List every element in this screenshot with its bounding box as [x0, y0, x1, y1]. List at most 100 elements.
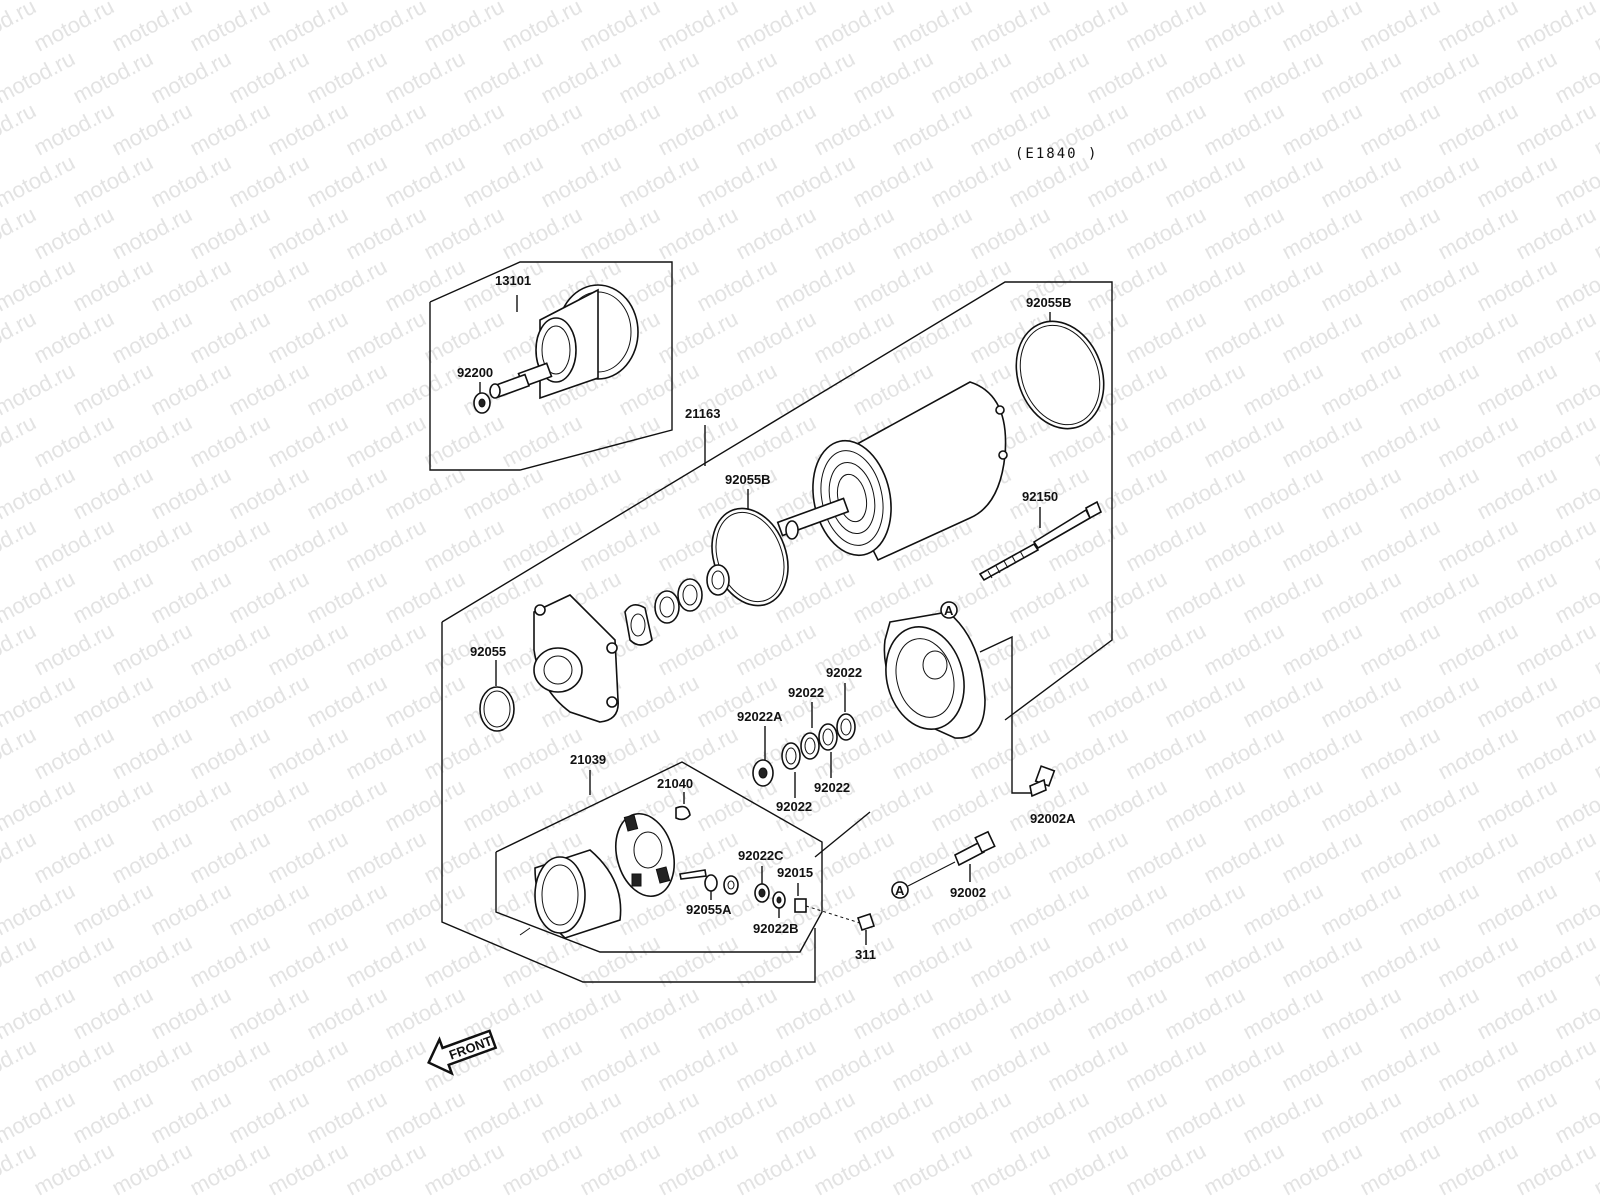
watermark-text: motod.ru — [498, 202, 586, 265]
watermark-text: motod.ru — [615, 670, 703, 733]
svg-text:A: A — [944, 603, 954, 618]
watermark-text: motod.ru — [1083, 878, 1171, 941]
watermark-text: motod.ru — [1083, 774, 1171, 837]
watermark-text: motod.ru — [69, 1086, 157, 1149]
watermark-text: motod.ru — [1551, 878, 1600, 941]
watermark-text: motod.ru — [186, 826, 274, 889]
watermark-text: motod.ru — [1122, 410, 1210, 473]
watermark-text: motod.ru — [69, 150, 157, 213]
watermark-text: motod.ru — [225, 566, 313, 629]
watermark-text: motod.ru — [1356, 826, 1444, 889]
watermark-text: motod.ru — [615, 0, 703, 4]
watermark-text: motod.ru — [1239, 1086, 1327, 1149]
watermark-text: motod.ru — [1473, 254, 1561, 317]
watermark-text: motod.ru — [303, 462, 391, 525]
watermark-text: motod.ru — [615, 46, 703, 109]
starter-clutch-group: 13101 92200 — [429, 261, 673, 471]
watermark-text: motod.ru — [1122, 0, 1210, 56]
watermark-text: motod.ru — [108, 722, 196, 785]
watermark-text: motod.ru — [342, 930, 430, 993]
watermark-text: motod.ru — [342, 410, 430, 473]
watermark-text: motod.ru — [1551, 1086, 1600, 1149]
watermark-text: motod.ru — [1083, 670, 1171, 733]
watermark-text: motod.ru — [1044, 1138, 1132, 1200]
watermark-text: motod.ru — [1512, 0, 1600, 56]
watermark-text: motod.ru — [225, 46, 313, 109]
watermark-text: motod.ru — [264, 514, 352, 577]
watermark-text: motod.ru — [69, 358, 157, 421]
watermark-text: motod.ru — [108, 0, 196, 56]
watermark-text: motod.ru — [381, 774, 469, 837]
watermark-text: motod.ru — [1278, 618, 1366, 681]
watermark-text: motod.ru — [1551, 254, 1600, 317]
watermark-text: motod.ru — [108, 410, 196, 473]
watermark-text: motod.ru — [771, 46, 859, 109]
watermark-text: motod.ru — [1434, 826, 1522, 889]
watermark-text: motod.ru — [849, 254, 937, 317]
watermark-text: motod.ru — [1083, 46, 1171, 109]
watermark-text: motod.ru — [1434, 618, 1522, 681]
shim-washers-92022 — [752, 713, 856, 787]
watermark-text: motod.ru — [927, 982, 1015, 1045]
watermark-text: motod.ru — [576, 1138, 664, 1200]
watermark-text: motod.ru — [1395, 46, 1483, 109]
watermark-text: motod.ru — [420, 410, 508, 473]
watermark-text: motod.ru — [1005, 0, 1093, 4]
watermark-text: motod.ru — [303, 0, 391, 4]
watermark-text: motod.ru — [1005, 670, 1093, 733]
watermark-text: motod.ru — [693, 0, 781, 4]
watermark-text: motod.ru — [1473, 1086, 1561, 1149]
watermark-text: motod.ru — [264, 722, 352, 785]
watermark-text: motod.ru — [30, 930, 118, 993]
watermark-text: motod.ru — [459, 982, 547, 1045]
watermark-text: motod.ru — [1434, 410, 1522, 473]
watermark-text: motod.ru — [1239, 774, 1327, 837]
watermark-text: motod.ru — [1161, 462, 1249, 525]
watermark-text: motod.ru — [30, 826, 118, 889]
watermark-text: motod.ru — [1278, 722, 1366, 785]
watermark-text: motod.ru — [1395, 462, 1483, 525]
watermark-text: motod.ru — [30, 722, 118, 785]
label-92200: 92200 — [457, 365, 493, 380]
watermark-text: motod.ru — [147, 566, 235, 629]
watermark-text: motod.ru — [1200, 826, 1288, 889]
watermark-text: motod.ru — [186, 306, 274, 369]
watermark-text: motod.ru — [147, 46, 235, 109]
watermark-text: motod.ru — [1161, 0, 1249, 4]
watermark-text: motod.ru — [1005, 982, 1093, 1045]
watermark-text: motod.ru — [147, 462, 235, 525]
watermark-text: motod.ru — [342, 98, 430, 161]
watermark-text: motod.ru — [1512, 826, 1600, 889]
watermark-text: motod.ru — [225, 358, 313, 421]
watermark-text: motod.ru — [459, 1086, 547, 1149]
watermark-text: motod.ru — [264, 98, 352, 161]
watermark-text: motod.ru — [459, 150, 547, 213]
watermark-text: motod.ru — [1122, 98, 1210, 161]
watermark-text: motod.ru — [966, 0, 1054, 56]
watermark-text: motod.ru — [108, 618, 196, 681]
watermark-text: motod.ru — [732, 618, 820, 681]
terminal-hardware-stack — [704, 874, 876, 932]
watermark-text: motod.ru — [1356, 618, 1444, 681]
watermark-text: motod.ru — [1161, 878, 1249, 941]
watermark-text: motod.ru — [1239, 46, 1327, 109]
label-13101: 13101 — [495, 273, 531, 288]
watermark-text: motod.ru — [342, 0, 430, 56]
label-92015: 92015 — [777, 865, 813, 880]
watermark-text: motod.ru — [303, 670, 391, 733]
watermark-text: motod.ru — [420, 306, 508, 369]
watermark-text: motod.ru — [1512, 930, 1600, 993]
watermark-text: motod.ru — [888, 1138, 976, 1200]
watermark-text: motod.ru — [1473, 0, 1561, 4]
watermark-text: motod.ru — [498, 410, 586, 473]
watermark-text: motod.ru — [1395, 358, 1483, 421]
watermark-text: motod.ru — [225, 774, 313, 837]
label-92022B: 92022B — [753, 921, 799, 936]
washer-stack-front — [654, 564, 730, 624]
watermark-text: motod.ru — [342, 618, 430, 681]
watermark-text: motod.ru — [1473, 878, 1561, 941]
watermark-text: motod.ru — [186, 1138, 274, 1200]
watermark-text: motod.ru — [1005, 1086, 1093, 1149]
watermark-text: motod.ru — [1395, 982, 1483, 1045]
watermark-text: motod.ru — [1239, 878, 1327, 941]
